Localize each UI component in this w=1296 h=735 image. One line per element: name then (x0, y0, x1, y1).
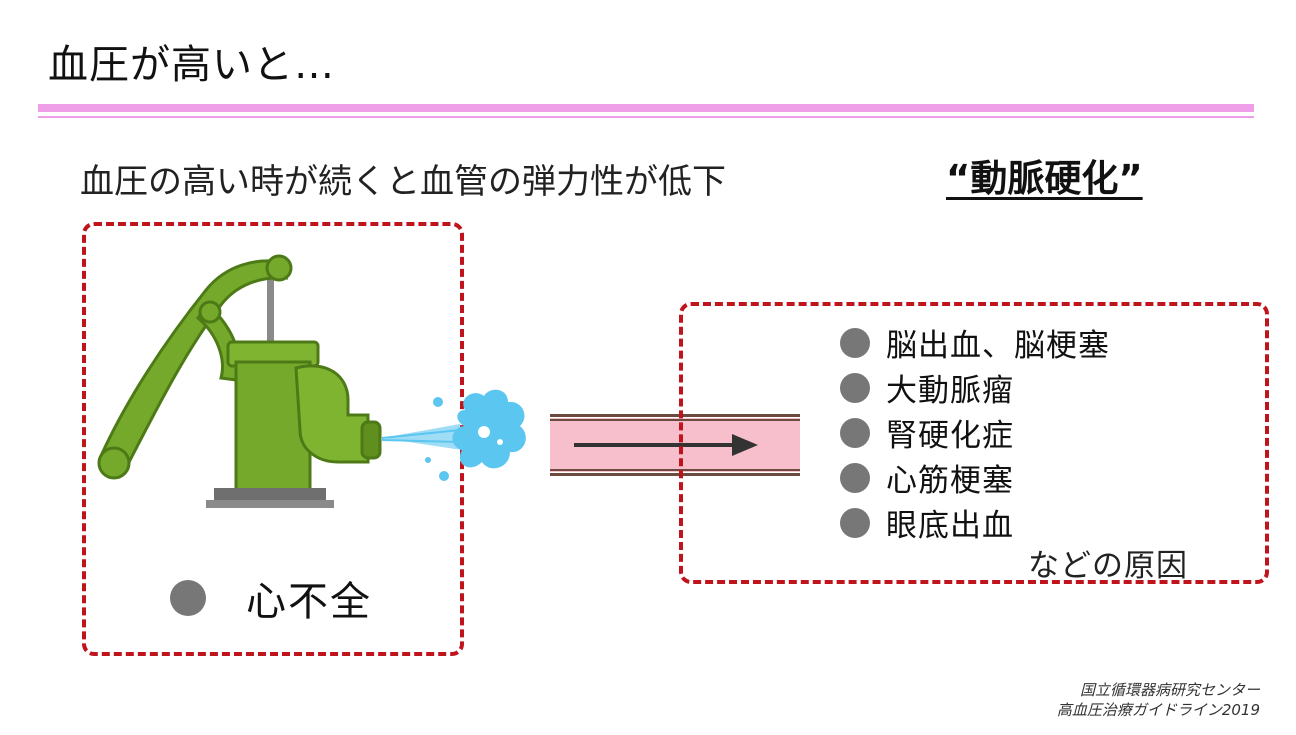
bullet (170, 580, 206, 616)
bullet (840, 507, 870, 538)
condition-label: 脳出血、脳梗塞 (886, 328, 1110, 364)
list-item: 心筋梗塞 (840, 455, 1110, 500)
conditions-list: 脳出血、脳梗塞 大動脈瘤 腎硬化症 心筋梗塞 眼底出血 (840, 320, 1110, 545)
heart-failure-label: 心不全 (246, 579, 372, 625)
source-citation: 国立循環器病研究センター 高血圧治療ガイドライン2019 (1057, 680, 1260, 720)
conditions-box (679, 302, 1269, 584)
title-underline-thick (38, 104, 1254, 112)
bullet (840, 327, 870, 358)
list-item: 腎硬化症 (840, 410, 1110, 455)
arrow-right-icon (574, 434, 758, 456)
condition-label: 腎硬化症 (886, 418, 1014, 454)
cause-note: などの原因 (1028, 548, 1188, 584)
water-pump-icon (97, 254, 382, 508)
condition-label: 眼底出血 (886, 508, 1014, 544)
condition-label: 大動脈瘤 (886, 373, 1014, 409)
bullet (840, 372, 870, 403)
blood-vessel-icon (550, 414, 800, 476)
source-line: 国立循環器病研究センター (1079, 681, 1260, 699)
bullet (840, 417, 870, 448)
list-item: 脳出血、脳梗塞 (840, 320, 1110, 365)
slide-title: 血圧が高いと… (48, 42, 335, 88)
list-item: 眼底出血 (840, 500, 1110, 545)
subtitle: 血圧の高い時が続くと血管の弾力性が低下 (80, 162, 726, 202)
bullet (840, 462, 870, 493)
water-splash-icon (381, 389, 526, 481)
list-item: 大動脈瘤 (840, 365, 1110, 410)
condition-label: 心筋梗塞 (886, 463, 1014, 499)
source-line: 高血圧治療ガイドライン2019 (1056, 701, 1260, 719)
heart-failure-item: 心不全 (170, 574, 372, 625)
title-underline-thin (38, 116, 1254, 118)
subtitle-emphasis: “動脈硬化” (946, 157, 1143, 200)
